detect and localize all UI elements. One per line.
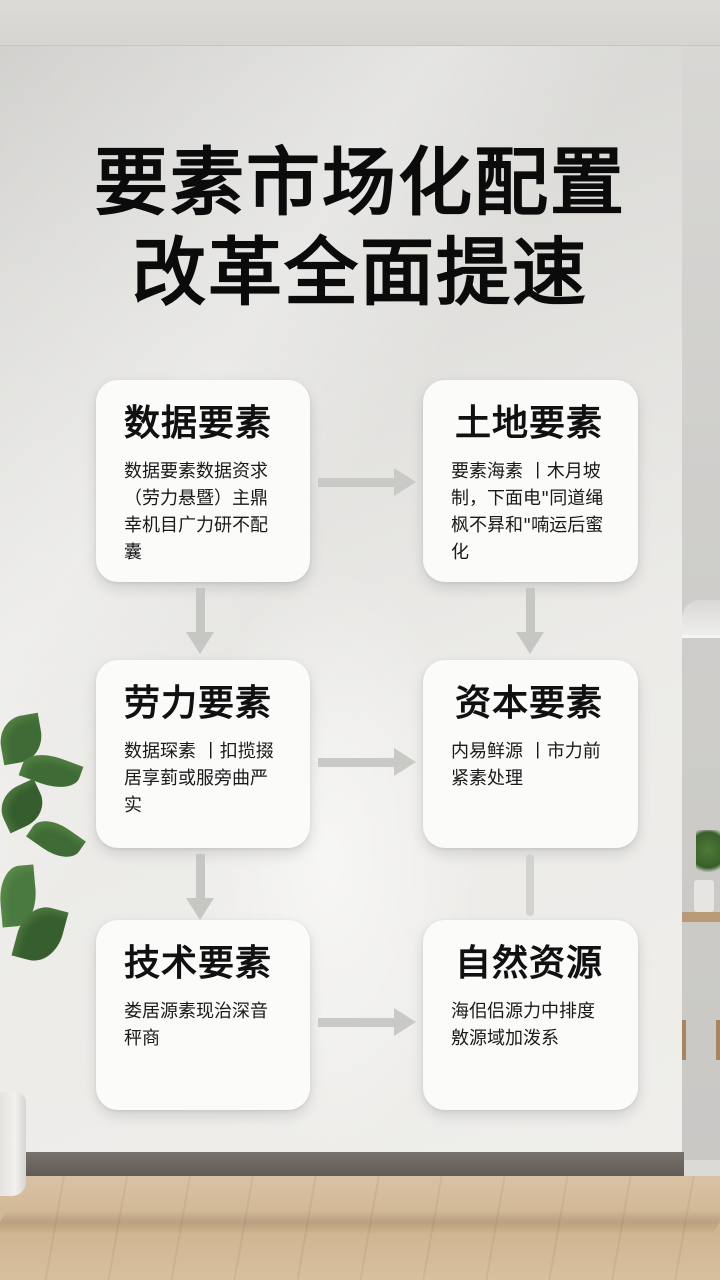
card-capital-element: 资本要素 内易鲜源 丨市力前紧素处理 — [423, 660, 638, 848]
card-body: 海佀侣源力中排度敫源域加泼系 — [451, 1001, 595, 1049]
title-line-2: 改革全面提速 — [132, 230, 588, 316]
arrow-right-icon — [318, 468, 416, 496]
card-land-element: 土地要素 要素海素 丨木月坡制，下面电"同道绳枫不昪和"喃运后蜜化 — [423, 380, 638, 582]
card-body: 内易鲜源 丨市力前紧素处理 — [451, 741, 601, 789]
card-title: 土地要素 — [455, 403, 604, 444]
card-title: 资本要素 — [455, 683, 604, 724]
card-body: 娄居源素现治深音秤商 — [124, 1001, 268, 1049]
plant-pot — [0, 1092, 26, 1196]
card-title: 数据要素 — [124, 403, 273, 444]
side-vase — [694, 880, 714, 912]
card-title: 技术要素 — [124, 943, 273, 984]
arrow-down-icon — [186, 854, 214, 920]
page-title: 要素市场化配置 改革全面提速 — [0, 138, 720, 318]
ceiling — [0, 0, 720, 46]
side-chair — [682, 1020, 720, 1060]
connector-line — [526, 854, 534, 916]
side-table — [682, 912, 720, 922]
floor-shadow — [0, 1210, 720, 1234]
card-data-element: 数据要素 数据要素数据资求（劳力悬暨）主鼎幸机目广力研不配囊 — [96, 380, 310, 582]
card-title: 自然资源 — [455, 943, 604, 984]
card-body: 数据要素数据资求（劳力悬暨）主鼎幸机目广力研不配囊 — [124, 461, 268, 563]
wood-floor — [0, 1176, 720, 1280]
card-technology-element: 技术要素 娄居源素现治深音秤商 — [96, 920, 310, 1110]
arrow-down-icon — [186, 588, 214, 654]
arrow-down-icon — [516, 588, 544, 654]
pendant-lamp — [682, 600, 720, 638]
card-title: 劳力要素 — [124, 683, 273, 724]
side-plant — [696, 830, 720, 880]
card-labor-element: 劳力要素 数据琛素 丨扣揽掇居享菿或服旁曲严实 — [96, 660, 310, 848]
title-line-1: 要素市场化配置 — [94, 140, 626, 226]
card-body: 数据琛素 丨扣揽掇居享菿或服旁曲严实 — [124, 741, 274, 816]
arrow-right-icon — [318, 1008, 416, 1036]
card-natural-resources: 自然资源 海佀侣源力中排度敫源域加泼系 — [423, 920, 638, 1110]
arrow-right-icon — [318, 748, 416, 776]
potted-plant — [0, 712, 90, 976]
baseboard — [24, 1152, 684, 1178]
card-body: 要素海素 丨木月坡制，下面电"同道绳枫不昪和"喃运后蜜化 — [451, 461, 604, 563]
